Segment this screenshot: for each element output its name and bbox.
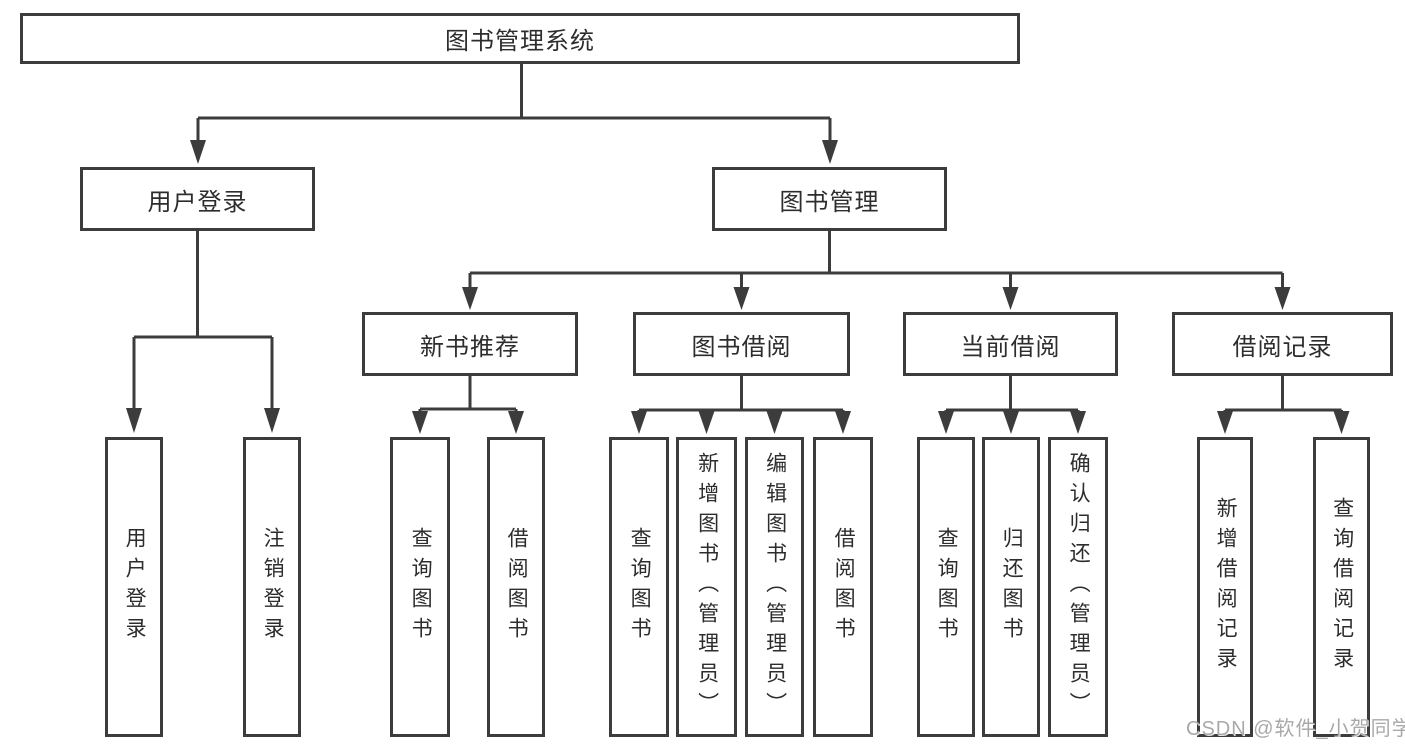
connector-user-login-to-children [126, 231, 280, 433]
node-nbr-borrow-books-label: 借阅图书 [505, 527, 529, 647]
connector-root-to-level2 [190, 64, 838, 164]
csdn-watermark: CSDN @软件_小贺同学 [1186, 718, 1405, 740]
node-borrow-records-label: 借阅记录 [1232, 333, 1333, 361]
node-cb-confirm-return-admin-label: 确认归还（管理员） [1067, 452, 1091, 722]
node-bb-borrow-books: 借阅图书 [813, 437, 873, 737]
node-nbr-query-books: 查询图书 [390, 437, 450, 737]
node-bb-add-books-admin: 新增图书（管理员） [676, 437, 737, 737]
node-user-login-action-label: 用户登录 [123, 527, 147, 647]
node-bb-add-books-admin-label: 新增图书（管理员） [695, 452, 719, 722]
node-bb-query-books-label: 查询图书 [628, 527, 652, 647]
node-cb-query-books-label: 查询图书 [935, 527, 959, 647]
node-borrow-records: 借阅记录 [1172, 312, 1393, 376]
node-user-login-label: 用户登录 [147, 188, 248, 216]
node-br-add-record: 新增借阅记录 [1197, 437, 1253, 737]
connector-book-borrow-to-children [631, 376, 851, 434]
node-bb-edit-books-admin-label: 编辑图书（管理员） [763, 452, 787, 722]
node-nbr-query-books-label: 查询图书 [409, 527, 433, 647]
node-bb-edit-books-admin: 编辑图书（管理员） [745, 437, 804, 737]
node-br-query-record-label: 查询借阅记录 [1330, 497, 1354, 677]
node-bb-borrow-books-label: 借阅图书 [832, 527, 856, 647]
connector-book-management-to-level3 [462, 231, 1291, 310]
node-cb-confirm-return-admin: 确认归还（管理员） [1048, 437, 1108, 737]
node-br-query-record: 查询借阅记录 [1313, 437, 1370, 737]
node-book-borrow-label: 图书借阅 [691, 333, 792, 361]
node-cb-return-books-label: 归还图书 [1000, 527, 1024, 647]
node-new-book-recommend: 新书推荐 [362, 312, 578, 376]
node-logout: 注销登录 [243, 437, 301, 737]
node-book-management-label: 图书管理 [779, 188, 880, 216]
node-nbr-borrow-books: 借阅图书 [487, 437, 545, 737]
node-cb-query-books: 查询图书 [917, 437, 975, 737]
node-cb-return-books: 归还图书 [982, 437, 1040, 737]
node-user-login: 用户登录 [80, 167, 315, 231]
node-book-management: 图书管理 [712, 167, 947, 231]
node-root-label: 图书管理系统 [445, 28, 595, 55]
node-book-borrow: 图书借阅 [633, 312, 850, 376]
node-current-borrow-label: 当前借阅 [960, 333, 1061, 361]
node-br-add-record-label: 新增借阅记录 [1214, 497, 1238, 677]
node-new-book-recommend-label: 新书推荐 [420, 333, 520, 361]
node-user-login-action: 用户登录 [105, 437, 163, 737]
node-current-borrow: 当前借阅 [903, 312, 1118, 376]
connector-borrow-records-to-children [1217, 376, 1350, 434]
connector-new-book-recommend-to-children [412, 376, 524, 434]
node-logout-label: 注销登录 [261, 527, 285, 647]
connector-current-borrow-to-children [938, 376, 1086, 434]
node-bb-query-books: 查询图书 [609, 437, 669, 737]
node-root: 图书管理系统 [20, 13, 1020, 64]
